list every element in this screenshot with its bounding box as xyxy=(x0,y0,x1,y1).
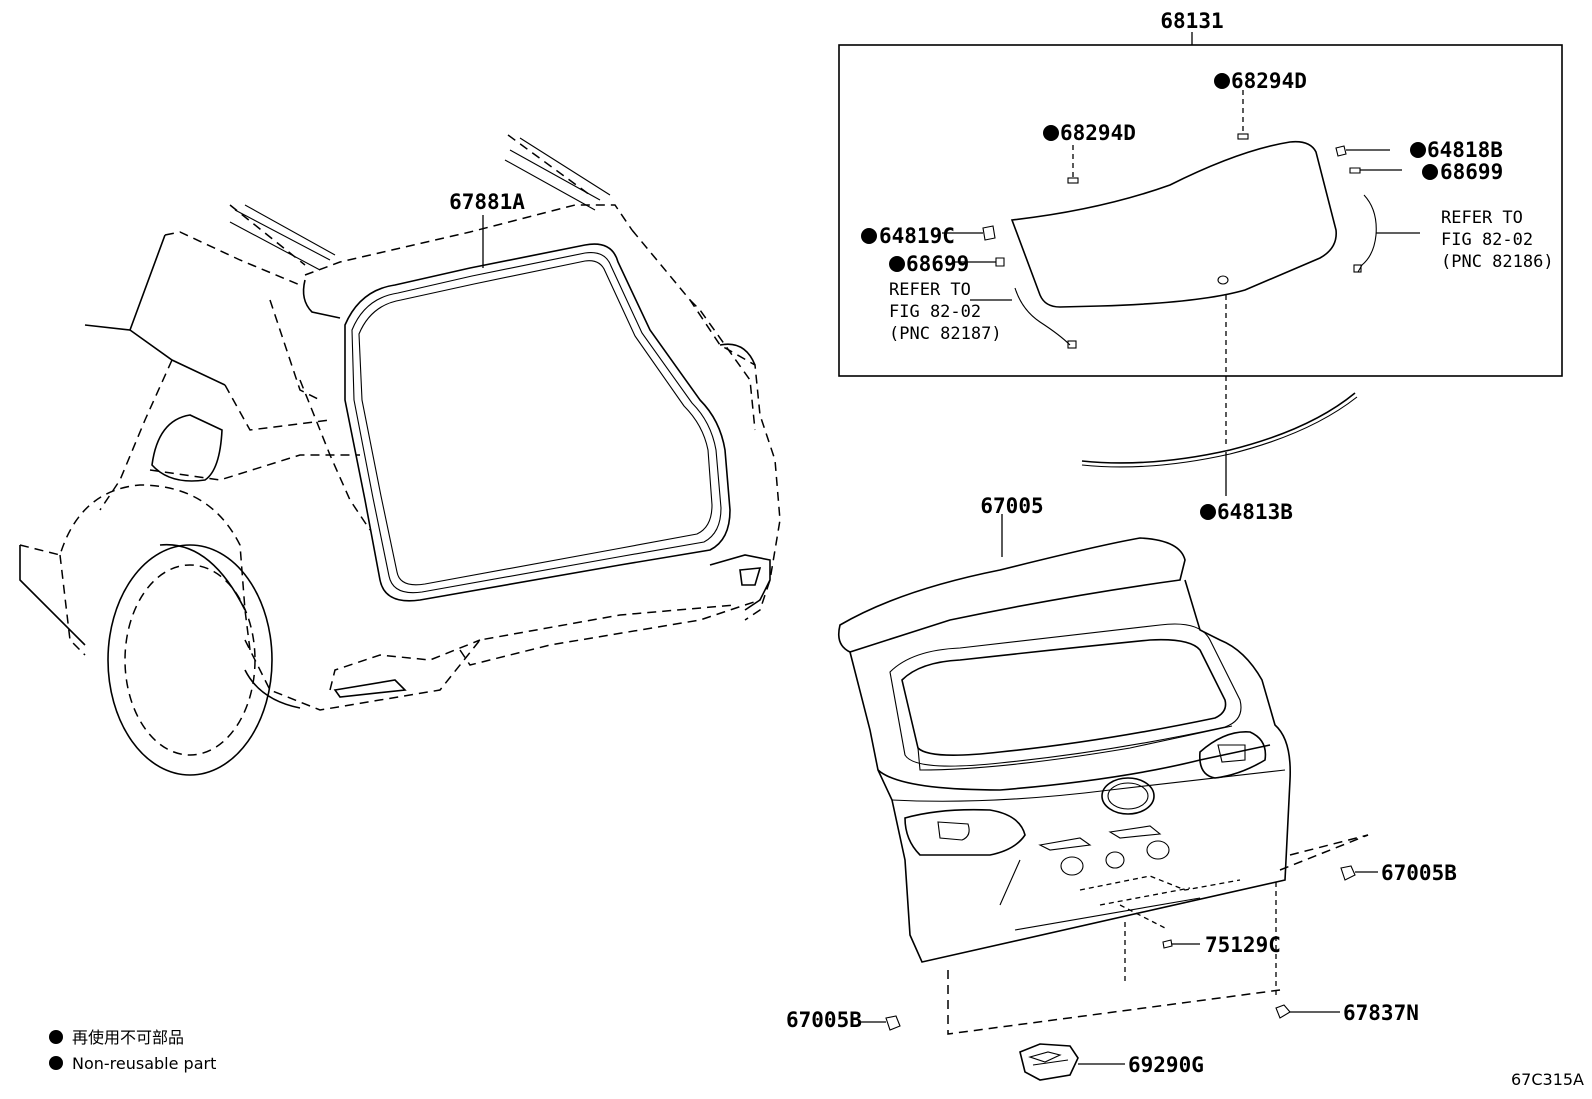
non-reusable-dot xyxy=(1043,125,1059,141)
label-67005b-right: 67005B xyxy=(1381,861,1457,885)
non-reusable-dot xyxy=(1410,142,1426,158)
back-door-67005 xyxy=(837,514,1369,1035)
refer-note-right-line3: (PNC 82186) xyxy=(1441,252,1554,272)
non-reusable-dot xyxy=(1214,73,1230,89)
refer-note-right-line2: FIG 82-02 xyxy=(1441,230,1533,250)
figure-code: 67C315A xyxy=(1511,1070,1584,1089)
label-68699-left: 68699 xyxy=(906,252,969,276)
part-labels: 68131 68294D 68294D 64818B 68699 REFER T… xyxy=(449,9,1554,1077)
legend-line-en: Non-reusable part xyxy=(72,1054,216,1073)
label-67837n: 67837N xyxy=(1343,1001,1419,1025)
label-64819c: 64819C xyxy=(879,224,955,248)
label-67881a: 67881A xyxy=(449,190,525,214)
vehicle-outline xyxy=(19,134,781,776)
label-68131: 68131 xyxy=(1160,9,1223,33)
non-reusable-dot xyxy=(1422,164,1438,180)
legend-dot xyxy=(49,1030,63,1044)
legend: 再使用不可部品 Non-reusable part xyxy=(49,1028,216,1073)
legend-dot xyxy=(49,1056,63,1070)
non-reusable-dot xyxy=(889,256,905,272)
glass-assembly-box xyxy=(838,32,1563,377)
label-64813b: 64813B xyxy=(1217,500,1293,524)
label-75129c: 75129C xyxy=(1205,933,1281,957)
non-reusable-dot xyxy=(1200,504,1216,520)
label-67005b-left: 67005B xyxy=(786,1008,862,1032)
label-64818b: 64818B xyxy=(1427,138,1503,162)
fasteners xyxy=(859,865,1378,1081)
non-reusable-dot xyxy=(861,228,877,244)
legend-line-jp: 再使用不可部品 xyxy=(72,1028,184,1047)
refer-note-left-line3: (PNC 82187) xyxy=(889,324,1002,344)
refer-note-left-line1: REFER TO xyxy=(889,280,971,300)
label-68699-right: 68699 xyxy=(1440,160,1503,184)
label-68294d-left: 68294D xyxy=(1060,121,1136,145)
refer-note-right-line1: REFER TO xyxy=(1441,208,1523,228)
weatherstrip-67881a xyxy=(344,243,731,602)
refer-note-left-line2: FIG 82-02 xyxy=(889,302,981,322)
label-69290g: 69290G xyxy=(1128,1053,1204,1077)
label-67005: 67005 xyxy=(980,494,1043,518)
moulding-64813b xyxy=(1081,376,1358,496)
label-68294d-top: 68294D xyxy=(1231,69,1307,93)
